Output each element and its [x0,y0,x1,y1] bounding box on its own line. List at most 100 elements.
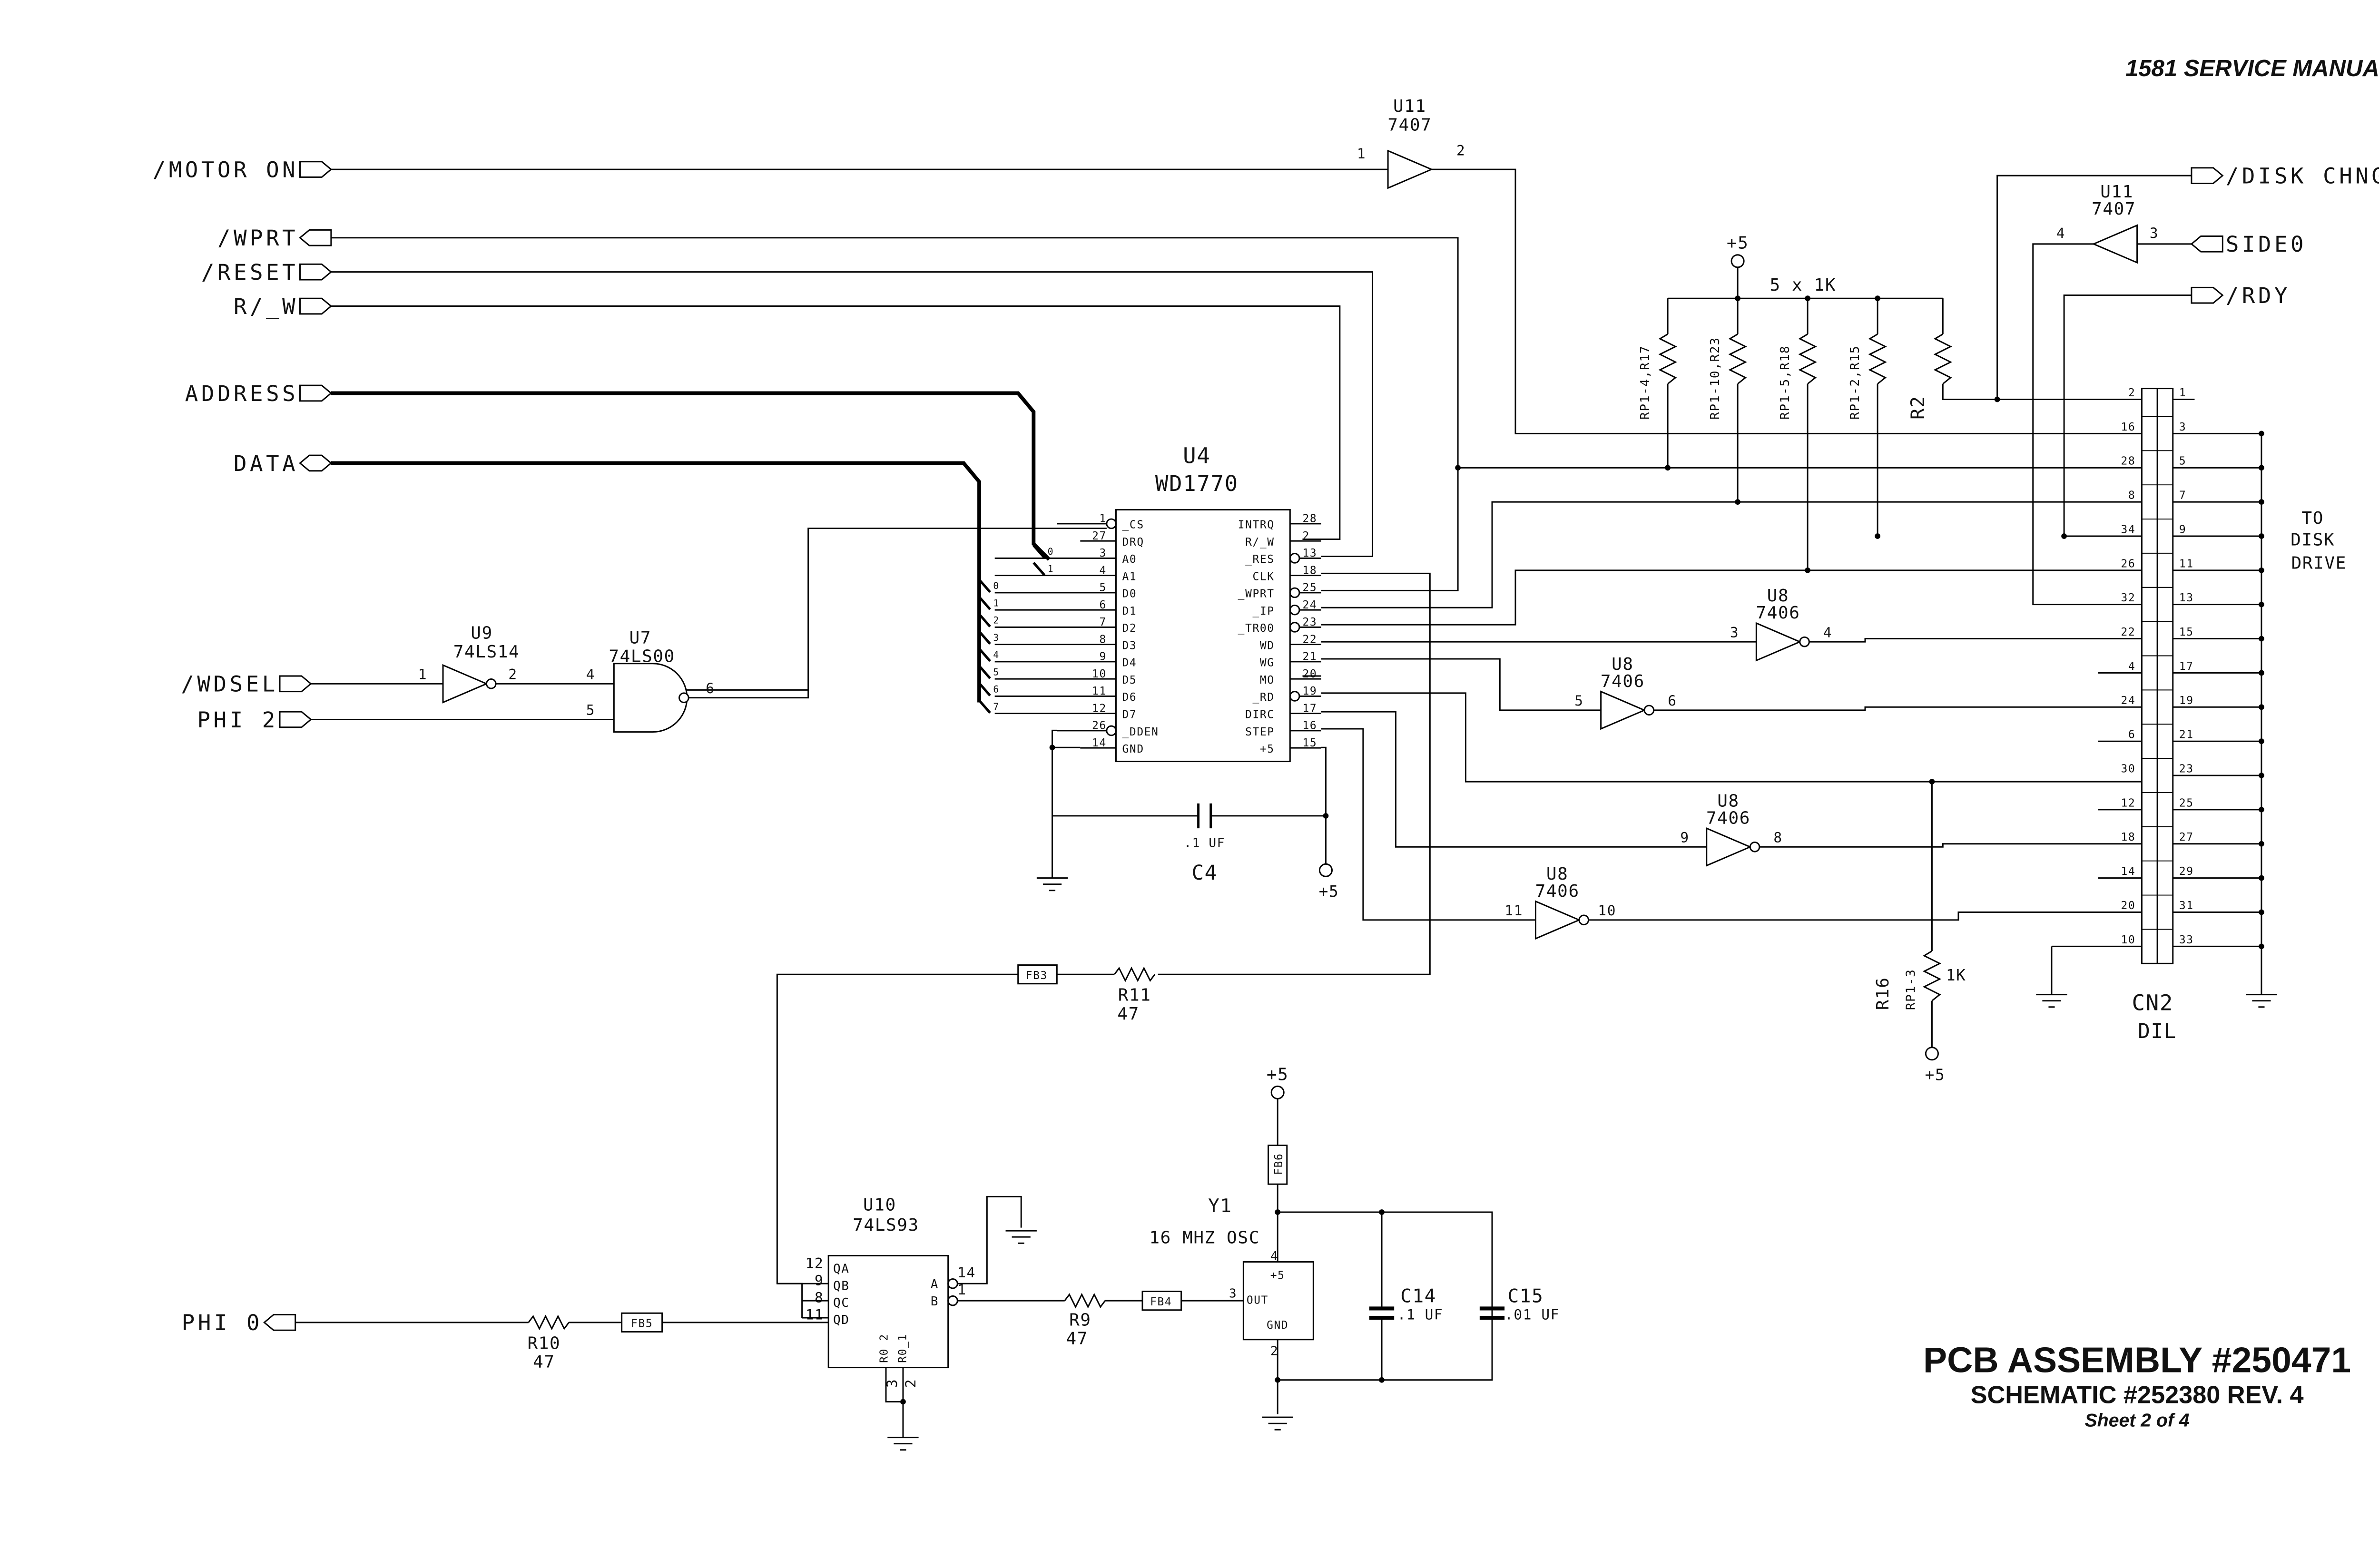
component-part: 74LS00 [609,647,675,666]
capacitor-c14-icon [1369,1306,1395,1320]
connector-pin-number: 11 [2179,558,2194,570]
pin-name: MO [1260,674,1275,686]
bus-tap [978,665,991,679]
component-ref: U8 [1767,586,1789,606]
junction-dot [900,1399,906,1405]
supply-terminal-icon [1318,863,1333,877]
junction-dot [2061,533,2067,539]
pin-name: D3 [1122,639,1137,652]
pin-number: 12 [1092,702,1107,715]
bus-tap [978,613,991,627]
signal-port-icon [299,229,332,246]
pin-name: A0 [1122,553,1137,566]
inversion-bubble [1799,636,1810,647]
connector-pin-number: 14 [2121,865,2136,878]
bus-bit-label: 1 [993,598,999,608]
signal-port-icon [299,263,333,281]
ground-icon [887,1437,919,1451]
inversion-bubble [486,678,497,689]
oscillator-y1 [1242,1261,1314,1341]
pin-number: 4 [1270,1249,1278,1264]
pin-number: 11 [806,1306,824,1323]
connector-pin-number: 24 [2121,695,2136,707]
component-ref: FB4 [1150,1296,1172,1308]
connector-pin-number: 8 [2128,490,2135,502]
pin-number: 2 [903,1379,919,1388]
signal-port-icon [299,161,333,178]
component-ref: CN2 [2132,990,2173,1015]
pin-number: 21 [1302,651,1317,663]
junction-dot [1049,745,1055,751]
component-part: 7406 [1601,672,1645,691]
pin-name: B [931,1294,939,1309]
connector-pin-number: 18 [2121,831,2136,843]
pin-number: 9 [1680,829,1689,845]
wire [1321,569,2142,626]
wire [1759,843,2142,848]
connector-destination: DISK [2291,530,2335,550]
wire [688,690,809,699]
inversion-bubble [1578,914,1589,926]
pin-number: 16 [1302,720,1317,732]
connector-pin-number: 17 [2179,660,2194,673]
pin-name: DIRC [1245,708,1275,721]
component-ref: RP1-3 [1904,969,1918,1010]
pin-name: _TR00 [1238,622,1275,635]
component-ref: U4 [1183,443,1210,468]
pin-number: 25 [1302,582,1317,594]
component-part: 74LS93 [853,1215,919,1235]
connector-pin-number: 31 [2179,900,2194,912]
pin-name: _WPRT [1238,588,1275,600]
component-value: 47 [1066,1329,1089,1349]
signal-label: PHI 0 [182,1310,263,1335]
resistor-r11-icon [1114,966,1156,982]
bus-bit-label: 5 [993,666,999,677]
pin-number: 8 [815,1289,824,1305]
wire [1321,658,1601,711]
pin-number: 3 [1099,547,1106,559]
resistor-icon [1933,333,1952,384]
component-ref: FB3 [1026,970,1048,982]
component-ref: U8 [1546,864,1569,884]
bus-tap [978,699,991,714]
connector-pin-number: 12 [2121,797,2136,809]
pin-name: D5 [1122,674,1137,686]
inverter-u8-icon [1534,900,1581,940]
resistor-icon [1798,333,1817,384]
bus-bit-label: 0 [993,580,999,591]
component-part: 7407 [2092,199,2136,219]
pin-number: 6 [706,680,715,696]
pin-name: GND [1267,1319,1288,1332]
junction-dot [1323,813,1329,819]
address-bus [331,391,1051,561]
component-ref: C14 [1400,1285,1436,1307]
wire [1321,728,1536,921]
pin-number: 22 [1302,633,1317,646]
connector-pin-number: 27 [2179,831,2194,843]
connector-pin-number: 5 [2179,455,2186,468]
bus-bit-label: 4 [993,649,999,660]
supply-label: +5 [1727,234,1749,253]
wire [1321,711,1707,848]
component-value: .1 UF [1184,836,1225,850]
junction-dot [1455,465,1461,471]
resistor-r10-icon [528,1314,570,1331]
inversion-bubble [1289,587,1300,598]
bus-bit-label: 1 [1048,563,1054,574]
ground-icon [1036,877,1068,892]
inverter-u9-icon [442,664,489,704]
resistor-label: RP1-10,R23 [1708,337,1722,420]
connector-pin-number: 6 [2128,729,2135,741]
pin-number: 14 [1092,737,1107,749]
wire [331,305,1341,540]
signal-label: ADDRESS [185,381,298,406]
signal-label: /DISK CHNG [2226,163,2379,188]
component-part: 7406 [1706,808,1750,828]
bus-bit-label: 6 [993,684,999,695]
connector-pin-number: 29 [2179,865,2194,878]
component-part: 7406 [1535,882,1580,901]
signal-port-icon [299,454,333,472]
signal-label: /WPRT [217,225,298,251]
component-ref: Y1 [1208,1196,1232,1217]
